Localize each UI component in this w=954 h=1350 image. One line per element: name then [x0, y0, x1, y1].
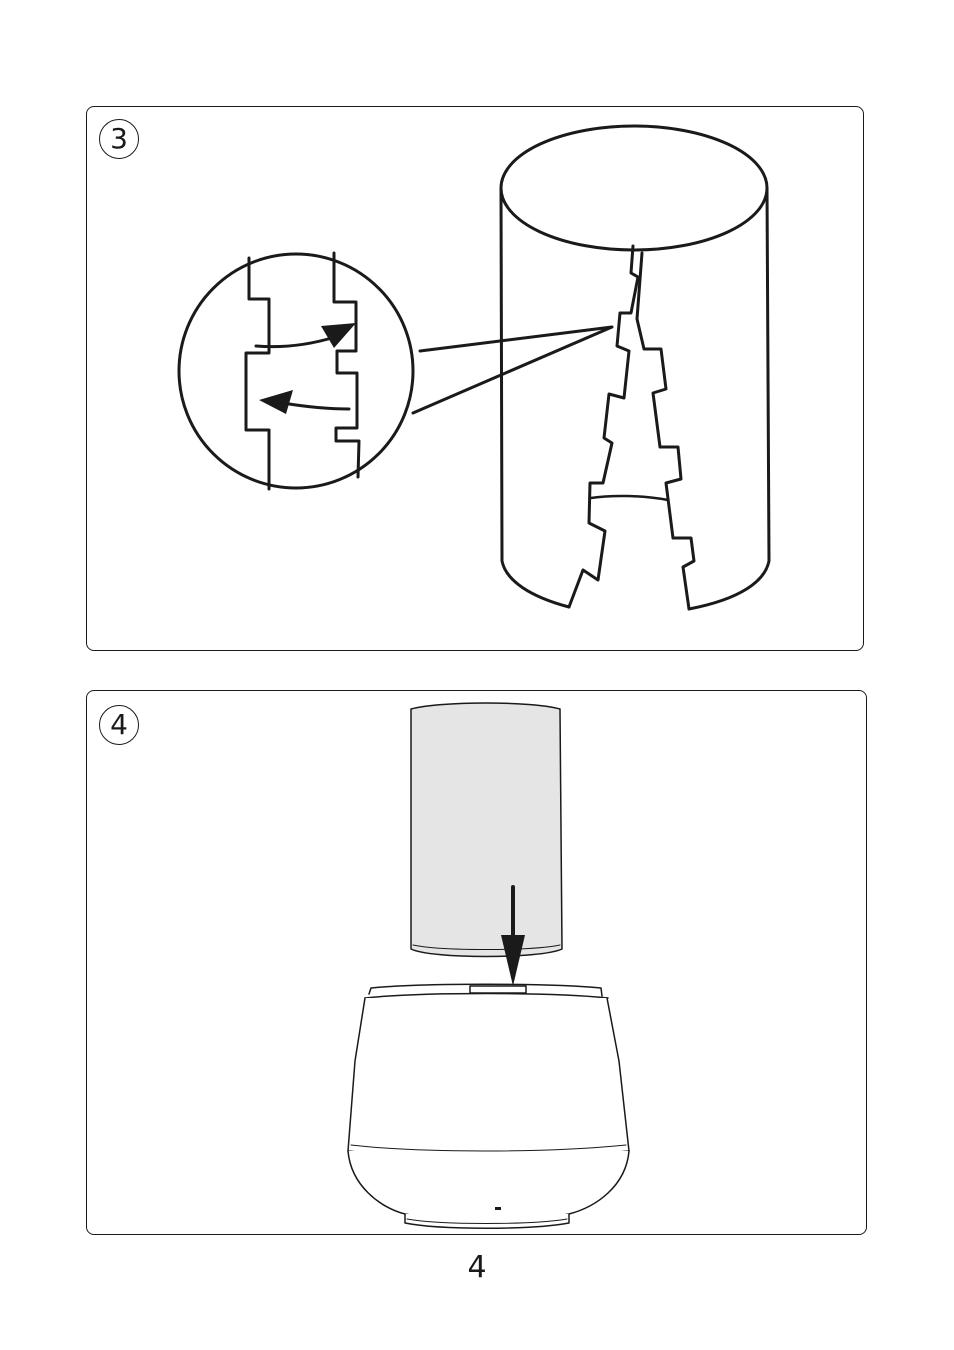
base-socket-slot [470, 986, 526, 993]
shade-top-ellipse [501, 126, 767, 250]
base-top-plate [365, 994, 608, 999]
base-lower-bowl [348, 1151, 629, 1219]
page-number: 4 [0, 1250, 954, 1286]
zoom-detail-circle [179, 254, 413, 488]
shade-right-side [689, 188, 769, 609]
step-4-illustration [87, 691, 868, 1236]
shade-inner-edge [591, 496, 668, 500]
shade-cylinder [411, 703, 562, 957]
step-4-panel: 4 [86, 690, 867, 1235]
shade-right-seam-edge [637, 253, 694, 609]
base-upper-body [348, 998, 629, 1157]
shade-left-side [501, 188, 569, 607]
zoom-callout-lines [413, 327, 612, 413]
down-arrow-head [501, 935, 525, 986]
base-foot [405, 1214, 569, 1228]
step-3-panel: 3 [86, 106, 864, 651]
base-switch-mark [495, 1207, 501, 1210]
shade-left-seam-edge [569, 246, 638, 607]
step-3-illustration [87, 107, 865, 652]
